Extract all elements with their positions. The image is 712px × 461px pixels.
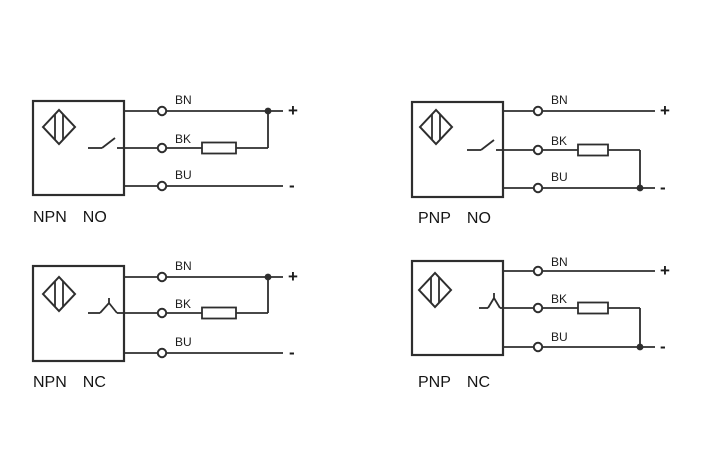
diagram-caption: PNP NO [418, 210, 491, 227]
sensor-box [31, 264, 126, 363]
sensor-box [410, 100, 505, 199]
diagram-caption: NPN NC [33, 374, 106, 391]
wire-label-bn: BN [175, 259, 192, 273]
wire-label-bu: BU [551, 330, 568, 344]
terminal-circle [156, 180, 168, 192]
diagram-caption: PNP NC [418, 374, 490, 391]
load-resistor [577, 143, 609, 157]
terminal-circle [156, 105, 168, 117]
caption-contact: NO [466, 210, 491, 227]
wire-label-bk: BK [175, 132, 192, 146]
caption-contact: NC [82, 374, 106, 391]
polarity-minus: - [289, 343, 295, 363]
sensor-box [31, 99, 126, 197]
wire-label-bu: BU [175, 168, 192, 182]
caption-type: PNP [418, 374, 451, 391]
diagram-npn-no-art [31, 99, 283, 197]
wire-bu [503, 182, 655, 194]
wire-bk [503, 301, 641, 347]
caption-contact: NO [82, 209, 107, 226]
wire-bn [124, 105, 283, 117]
terminal-circle [156, 347, 168, 359]
diagram-pnp-no-art [410, 100, 655, 199]
terminal-circle [532, 341, 544, 353]
wire-label-bu: BU [175, 335, 192, 349]
polarity-minus: - [289, 176, 295, 196]
switch-no-icon [88, 137, 123, 149]
wire-bk [503, 143, 641, 188]
wire-bn [124, 271, 283, 283]
junction-dot [636, 343, 644, 351]
polarity-minus: - [660, 178, 666, 198]
polarity-plus: + [288, 267, 298, 287]
caption-type: PNP [418, 210, 451, 227]
diagram-npn-nc-art [31, 264, 283, 363]
caption-type: NPN [33, 209, 67, 226]
wire-bu [503, 341, 655, 353]
terminal-circle [156, 307, 168, 319]
switch-no-icon [467, 139, 502, 151]
wire-bu [124, 180, 283, 192]
switch-nc-icon [479, 293, 503, 309]
sensor-symbol-icon [41, 275, 77, 313]
wire-label-bn: BN [551, 93, 568, 107]
terminal-circle [532, 302, 544, 314]
wire-label-bk: BK [175, 297, 192, 311]
wire-label-bk: BK [551, 292, 568, 306]
diagram-pnp-nc-art [410, 259, 655, 357]
polarity-plus: + [660, 101, 670, 121]
wire-label-bu: BU [551, 170, 568, 184]
terminal-circle [532, 265, 544, 277]
wire-bn [503, 265, 655, 277]
terminal-circle [532, 182, 544, 194]
wire-label-bn: BN [175, 93, 192, 107]
load-resistor [201, 306, 237, 320]
wire-bn [503, 105, 655, 117]
polarity-minus: - [660, 337, 666, 357]
wire-bk [124, 277, 269, 320]
polarity-plus: + [288, 101, 298, 121]
terminal-circle [156, 142, 168, 154]
switch-nc-icon [88, 298, 123, 314]
terminal-circle [156, 271, 168, 283]
sensor-symbol-icon [418, 108, 454, 146]
sensor-symbol-icon [41, 108, 77, 146]
junction-dot [636, 184, 644, 192]
diagram-caption: NPN NO [33, 209, 107, 226]
sensor-box [410, 259, 505, 357]
wire-bu [124, 347, 283, 359]
caption-type: NPN [33, 374, 67, 391]
load-resistor [201, 141, 237, 155]
load-resistor [577, 301, 609, 315]
wire-label-bn: BN [551, 255, 568, 269]
terminal-circle [532, 105, 544, 117]
wire-bk [124, 111, 269, 155]
polarity-plus: + [660, 261, 670, 281]
terminal-circle [532, 144, 544, 156]
wire-label-bk: BK [551, 134, 568, 148]
sensor-symbol-icon [417, 271, 453, 309]
caption-contact: NC [466, 374, 491, 391]
